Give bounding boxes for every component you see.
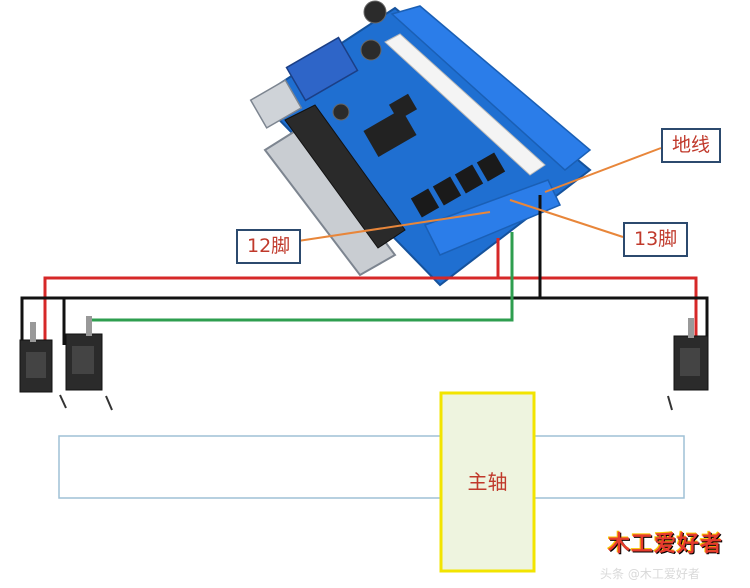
db25-shell: [284, 104, 406, 249]
leader-lines: [297, 147, 662, 242]
breakout-board: [249, 0, 592, 287]
spindle-block: [439, 391, 536, 573]
top-terminal-strip: [390, 5, 592, 171]
limit-switch-left-2: [65, 316, 113, 411]
black-wire: [540, 296, 709, 345]
optocoupler: [476, 152, 506, 182]
ground-label: 地线: [661, 128, 722, 163]
pin13-leader: [509, 199, 624, 238]
db25-connector: [263, 126, 397, 277]
usb-port: [249, 79, 303, 129]
limit-switch-right: [667, 318, 709, 411]
optocoupler: [454, 164, 484, 194]
pin13-label: 13脚: [623, 222, 689, 257]
pin12-leader: [297, 211, 491, 242]
ic-chip: [363, 109, 417, 157]
red-wire: [43, 238, 500, 345]
pin12-label: 12脚: [236, 229, 302, 264]
relay: [285, 36, 359, 102]
watermark-logo: 木工爱好者: [608, 532, 724, 557]
limit-switch-left-1: [19, 322, 67, 409]
top-header-connector: [384, 33, 546, 176]
watermark-caption: 头条 @木工爱好者: [600, 567, 700, 581]
optocoupler: [432, 176, 462, 206]
machine-rail: [58, 435, 685, 499]
ground-leader: [544, 147, 662, 193]
capacitor: [360, 39, 382, 61]
optocoupler: [410, 188, 440, 218]
black-wire: [20, 195, 542, 345]
bottom-terminal-strip: [423, 179, 562, 256]
ic-chip: [388, 93, 418, 121]
capacitor: [332, 103, 350, 121]
spindle-label: 主轴: [467, 470, 508, 494]
red-wire: [498, 276, 698, 345]
capacitor: [363, 0, 387, 24]
